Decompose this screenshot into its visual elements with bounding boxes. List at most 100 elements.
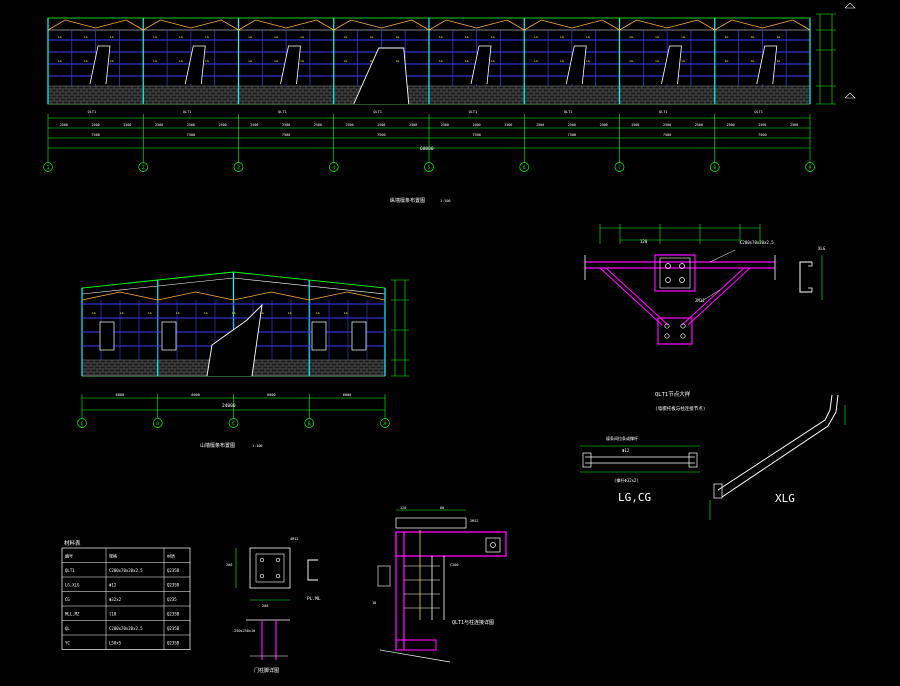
node-bolt: [680, 333, 686, 339]
upper-axis-bubble: [43, 162, 53, 172]
upper-bay-dimension: 7500: [663, 133, 671, 137]
upper-lg-tag: LG: [110, 59, 114, 63]
upper-bay-dimension: 7500: [758, 133, 766, 137]
node-section-label: C200x70x20x2.5: [740, 240, 774, 245]
plate-inner: [255, 553, 285, 583]
upper-lg-tag: LG: [249, 59, 253, 63]
plate-outline: [249, 547, 291, 589]
plate-channel: [307, 559, 318, 581]
upper-axis-label: 2: [142, 165, 145, 171]
upper-axis-bubble: [328, 162, 339, 172]
upper-title: 纵墙檩条布置图: [390, 197, 425, 204]
node-bottom-plate: [657, 317, 693, 345]
upper-lg-tag: LG: [725, 59, 729, 63]
beam-side-plate: [377, 565, 391, 587]
upper-sub-dimension: 2500: [600, 123, 608, 127]
upper-truss: [714, 19, 811, 31]
upper-lg-tag: LG: [491, 35, 495, 39]
material-table-cell: QL: [65, 626, 70, 631]
gable-axis-label: A: [384, 421, 387, 427]
node-diagonal-brace: [687, 267, 751, 326]
material-table-cell: Q235B: [167, 641, 180, 646]
upper-sub-dimension: 2500: [631, 123, 639, 127]
upper-lg-tag: LG: [344, 35, 348, 39]
node-bolt-note: 2M12: [695, 298, 705, 303]
material-table-cell: Q235B: [167, 626, 180, 631]
upper-lg-tag: LG: [656, 35, 660, 39]
upper-bay-dimension: 7500: [282, 133, 290, 137]
upper-wall-elevation: LG LG LG LG LG LG QLT1 LG LG LG LG LG LG QLT1 LG LG LG LG…: [43, 2, 856, 204]
upper-sub-dimension: 2500: [60, 123, 68, 127]
upper-member-tag: QLT1: [754, 110, 762, 114]
upper-lg-tag: LG: [630, 35, 634, 39]
node-bolt: [679, 277, 685, 283]
upper-sub-dimension: 2500: [441, 123, 449, 127]
gable-axis-bubble: [228, 418, 239, 428]
plate-dim-text: -250x250x10: [232, 629, 255, 633]
upper-lg-tag: LG: [586, 35, 590, 39]
upper-bay-dimension: 7500: [568, 133, 576, 137]
material-table-cell: Q235B: [167, 612, 180, 617]
xlg-rod-lower: [721, 394, 839, 498]
gable-axis-bubble: [77, 418, 87, 428]
beam-bottom-leader: [379, 649, 451, 663]
upper-lg-tag: LG: [534, 59, 538, 63]
node-c-lip: [808, 287, 813, 292]
upper-axis-bubble: [519, 162, 530, 172]
upper-scale: 1:100: [440, 199, 451, 203]
gable-bay-dimension: 6000: [343, 393, 351, 397]
beam-bottom-channel: [395, 639, 437, 651]
upper-lg-tag: LG: [656, 59, 660, 63]
upper-sub-dimension: 2500: [790, 123, 798, 127]
xlg-rod-detail: XLG: [709, 394, 846, 520]
material-table-cell: Q235: [167, 597, 177, 602]
material-table-header: 规格: [109, 553, 117, 559]
gable-lg-tag: LG: [120, 311, 124, 315]
node-diagonal-brace: [599, 267, 663, 326]
node-plate: [654, 254, 696, 292]
upper-lg-tag: LG: [682, 59, 686, 63]
upper-truss: [428, 19, 525, 31]
xlg-nut: [713, 483, 723, 499]
node-c-lip: [808, 262, 813, 267]
upper-lg-tag: LG: [301, 35, 305, 39]
node-bolt: [664, 323, 670, 329]
plate-bolt-hole: [259, 557, 265, 563]
node-leader: [699, 289, 721, 303]
upper-bay-dimension: 7500: [187, 133, 195, 137]
material-table-cell: LG,XLG: [65, 583, 80, 588]
upper-truss: [143, 19, 239, 31]
gable-axis-bubble: [304, 418, 315, 428]
upper-lg-tag: LG: [84, 35, 88, 39]
upper-lg-tag: LG: [396, 59, 400, 63]
upper-axis-label: 9: [809, 165, 812, 171]
upper-window: [280, 45, 301, 85]
upper-sub-dimension: 2500: [346, 123, 354, 127]
upper-lg-tag: LG: [751, 35, 755, 39]
plate-dim-text: 200: [262, 604, 268, 608]
upper-window: [565, 45, 587, 85]
material-table-cell: Q235B: [167, 583, 180, 588]
upper-window: [184, 45, 206, 85]
gable-brace: [233, 291, 310, 301]
upper-sub-dimension: 2500: [282, 123, 290, 127]
upper-lg-tag: LG: [58, 59, 62, 63]
upper-bay-dimension: 7500: [91, 133, 99, 137]
upper-lg-tag: LG: [777, 59, 781, 63]
gable-lg-tag: LG: [232, 311, 236, 315]
gable-axis-bubble: [152, 418, 163, 428]
node-bolt: [679, 263, 685, 269]
upper-lg-tag: LG: [465, 59, 469, 63]
upper-sub-dimension: 2500: [695, 123, 703, 127]
lower-title: 山墙檩条布置图: [200, 442, 235, 449]
upper-member-tag: QLT1: [278, 110, 286, 114]
upper-sub-dimension: 2500: [155, 123, 163, 127]
upper-axis-label: 3: [237, 165, 240, 171]
gable-window: [351, 321, 367, 351]
upper-axis-bubble: [138, 162, 149, 172]
gable-lg-tag: LG: [148, 311, 152, 315]
material-table-cell: CG: [65, 597, 70, 602]
upper-axis-bubble: [424, 162, 434, 172]
gable-lg-tag: LG: [176, 311, 180, 315]
